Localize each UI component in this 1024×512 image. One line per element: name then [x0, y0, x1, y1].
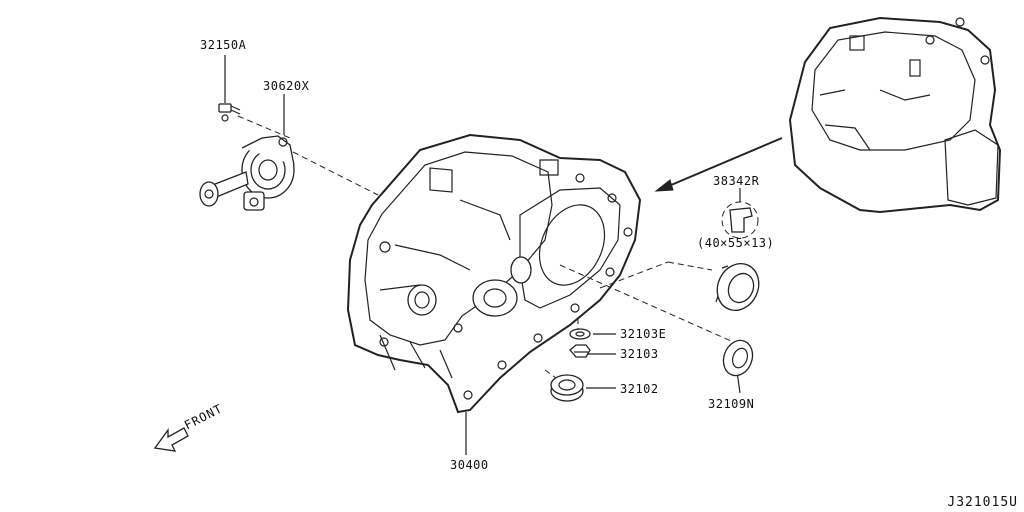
- part-label-32102: 32102: [620, 382, 659, 396]
- transmission-case-30400: [346, 133, 642, 414]
- slave-cylinder-30620x: [199, 135, 295, 211]
- part-label-30400: 30400: [450, 458, 489, 472]
- oil-seal-detail-38342r: [721, 201, 759, 239]
- part-label-38342r: 38342R: [713, 174, 760, 188]
- nut-32103: [569, 344, 591, 358]
- assembly-arrow: [654, 137, 783, 192]
- part-label-32103: 32103: [620, 347, 659, 361]
- leader-lines: [224, 55, 741, 455]
- part-label-32109n: 32109N: [708, 397, 755, 411]
- reference-housing: [788, 16, 1002, 214]
- diagram-code: J321015U: [947, 495, 1018, 510]
- part-label-32103e: 32103E: [620, 327, 667, 341]
- part-label-32150a: 32150A: [200, 38, 247, 52]
- part-label-seal-size: (40×55×13): [697, 236, 775, 250]
- plug-32109n: [722, 339, 754, 377]
- bushing-32102: [550, 374, 584, 402]
- part-label-30620x: 30620X: [263, 79, 310, 93]
- bolt-32150a: [218, 103, 241, 122]
- oil-seal-ring: [715, 263, 760, 311]
- washer-32103e: [569, 328, 591, 340]
- front-arrow-icon: [153, 427, 189, 452]
